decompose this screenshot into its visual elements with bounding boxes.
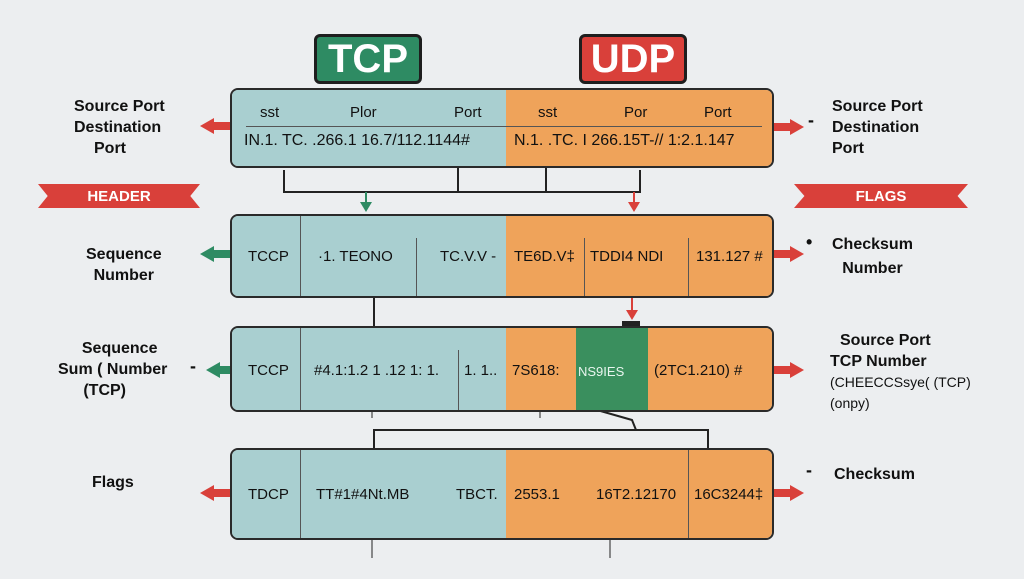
udp-segment [506,216,772,296]
value-cell: #4.1:1.2 1 .12 1: 1. [314,362,440,379]
value-cell: NS9IES [578,364,625,379]
left-label-3: Sequence Sum ( Number (TCP) [58,340,168,399]
right-label-1: Source Port Destination Port [832,98,923,157]
value-cell: TBCT. [456,486,498,503]
header-cell: sst [260,104,280,121]
right-dash-1: - [808,110,814,130]
highlight-cell [576,328,648,410]
header-cell: Port [454,104,482,121]
udp-segment [506,450,772,538]
header-cell: Por [624,104,648,121]
value-cell: TDDI4 NDI [590,248,664,265]
value-cell: TDCP [248,486,289,503]
value-cell: 1. 1.. [464,362,498,379]
value-cell: TT#1#4Nt.MB [316,486,410,503]
left-label-2: Sequence Number [86,246,162,284]
right-bullet-2: • [806,232,813,252]
header-cell: Plor [350,104,377,121]
value-cell: TC.V.V - [440,248,497,265]
right-label-4: Checksum [834,466,915,483]
value-cell: 131.127 # [696,248,763,265]
value-cell: TCCP [248,362,289,379]
flags-banner: FLAGS [794,184,968,208]
value-cell: ·1. TEONO [318,248,393,265]
udp-title: UDP [579,34,687,84]
right-dash-4: - [806,460,812,480]
value-cell: 16T2.12170 [596,486,677,503]
value-cell: TE6D.V‡ [514,248,575,265]
left-label-4: Flags [92,474,134,491]
header-cell: sst [538,104,558,121]
header-banner: HEADER [38,184,200,208]
value-cell: N.1. .TC. I 266.15T-// 1:2.1.147 [514,132,735,149]
udp-segment [506,90,772,166]
value-cell: TCCP [248,248,289,265]
left-dash-3: - [190,356,196,376]
field-row-1: sst Plor Port sst Por Port IN.1. TC. .26… [230,88,774,168]
value-cell: IN.1. TC. .266.1 16.7/112.1144# [244,132,470,149]
tcp-title: TCP [314,34,422,84]
value-cell: (2TC1.210) # [654,362,743,379]
value-cell: 2553.1 [514,486,560,503]
tcp-segment [232,450,506,538]
tcp-segment [232,216,506,296]
field-row-4: TDCP TT#1#4Nt.MB TBCT. 2553.1 16T2.12170… [230,448,774,540]
tcp-segment [232,328,506,410]
header-cell: Port [704,104,732,121]
field-row-3: TCCP #4.1:1.2 1 .12 1: 1. 1. 1.. 7S618: … [230,326,774,412]
tcp-segment [232,90,506,166]
right-label-3: Source Port TCP Number (CHEECCSsye( (TCP… [830,332,971,411]
right-label-2: Checksum Number [832,236,913,277]
value-cell: 7S618: [512,362,560,379]
left-label-1: Source Port Destination Port [74,98,165,157]
value-cell: 16C3244‡ [694,486,764,503]
field-row-2: TCCP ·1. TEONO TC.V.V - TE6D.V‡ TDDI4 ND… [230,214,774,298]
